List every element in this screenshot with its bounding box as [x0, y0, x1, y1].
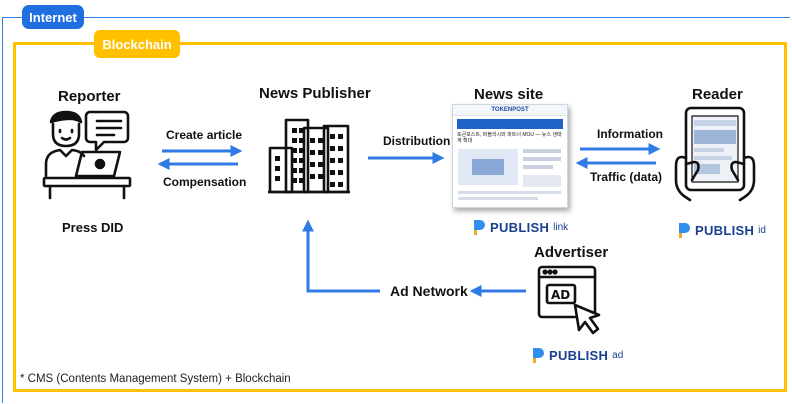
blockchain-boundary: [13, 42, 787, 392]
create-article-label: Create article: [166, 128, 243, 142]
news-site-screenshot: TOKENPOST 토큰포스트, 퍼블리시와 파트너 MOU — 뉴스 생태계 …: [452, 104, 568, 208]
ad-screen-icon: AD: [537, 265, 609, 346]
site-article-image: [458, 149, 518, 185]
publisher-title: News Publisher: [259, 85, 371, 102]
reporter-title: Reporter: [58, 88, 121, 105]
advertiser-title: Advertiser: [534, 244, 609, 261]
press-did-caption: Press DID: [62, 220, 124, 235]
blockchain-tab: Blockchain: [94, 30, 180, 58]
publish-p-icon: [679, 223, 690, 238]
buildings-icon: [268, 118, 350, 199]
internet-tab: Internet: [22, 5, 84, 29]
compensation-label: Compensation: [163, 175, 247, 189]
site-banner: [457, 119, 563, 129]
news-site-title: News site: [474, 86, 544, 103]
svg-text:AD: AD: [551, 288, 570, 302]
site-logo: TOKENPOST: [491, 107, 529, 113]
footnote: * CMS (Contents Management System) + Blo…: [20, 373, 291, 385]
information-label: Information: [597, 127, 663, 141]
ad-network-label: Ad Network: [390, 283, 468, 299]
ad-network-out-arrow: [302, 219, 380, 293]
traffic-label: Traffic (data): [590, 170, 663, 184]
publish-p-icon: [474, 220, 485, 235]
distribution-label: Distribution: [383, 134, 451, 148]
publish-p-icon: [533, 348, 544, 363]
site-headline: 토큰포스트, 퍼블리시와 파트너 MOU — 뉴스 생태계 확대: [457, 132, 562, 144]
reader-tablet-icon: [672, 106, 758, 207]
reader-title: Reader: [692, 86, 743, 103]
reporter-icon: [42, 108, 132, 205]
internet-boundary: [2, 17, 790, 403]
